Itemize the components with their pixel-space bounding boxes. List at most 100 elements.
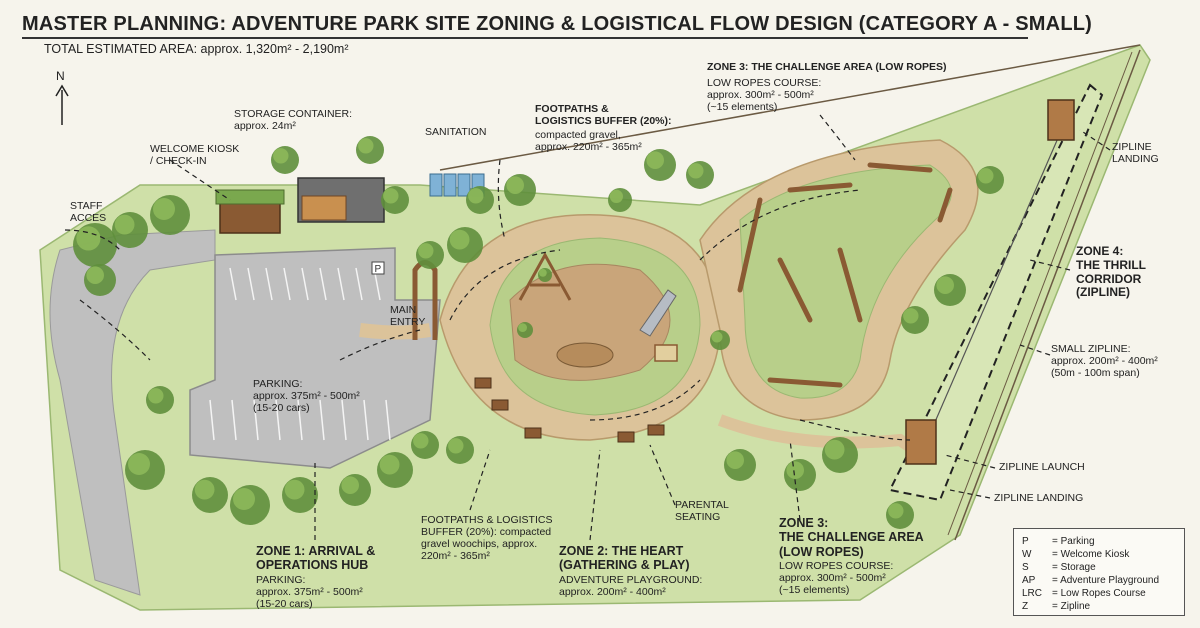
label-welcome-kiosk: WELCOME KIOSK/ CHECK-IN — [150, 143, 239, 167]
flow-arrow — [449, 249, 561, 321]
tree-highlight — [506, 176, 524, 194]
label-zone3-bottom-title: ZONE 3:THE CHALLENGE AREA(LOW ROPES) — [779, 516, 924, 559]
zipline-corridor — [888, 83, 1104, 502]
label-storage-container-line: approx. 24m² — [234, 120, 296, 133]
label-zipline-landing-bottom-line: ZIPLINE LANDING — [994, 492, 1084, 504]
tree-highlight — [518, 323, 527, 332]
label-zone3-bottom-detail: LOW ROPES COURSE:approx. 300m² - 500m²(~… — [779, 560, 893, 596]
label-zone3-top-detail-line: approx. 300m² - 500m² — [707, 89, 814, 102]
label-footpaths-top-title-line: LOGISTICS BUFFER (20%): — [535, 115, 672, 128]
label-sanitation: SANITATION — [425, 126, 486, 138]
parking-stall-line — [275, 399, 281, 441]
tree-highlight — [609, 189, 624, 203]
flow-arrow — [79, 299, 151, 361]
tree-highlight — [76, 226, 101, 251]
legend-text: = Storage — [1052, 562, 1096, 573]
legend-row: Z= Zipline — [1022, 601, 1090, 612]
legend-abbr: LRC — [1022, 588, 1043, 599]
legend-text: = Zipline — [1052, 601, 1091, 612]
legend-row: S = Storage — [1022, 562, 1096, 573]
low-ropes-element — [767, 377, 843, 388]
label-main-entry-line: ENTRY — [390, 316, 426, 329]
label-zone4-title-line: THE THRILL — [1076, 257, 1146, 272]
label-zone2-title: ZONE 2: THE HEART(GATHERING & PLAY) — [559, 544, 690, 573]
label-footpaths-bottom-line: gravel woochips, approx. — [421, 538, 538, 551]
low-ropes-element — [737, 197, 763, 293]
parking-stall-line — [253, 399, 259, 441]
label-footpaths-top-detail: compacted gravel,approx. 220m² - 365m² — [535, 129, 642, 153]
label-welcome-kiosk-line: WELCOME KIOSK — [150, 143, 240, 155]
path-to-launch — [717, 414, 934, 465]
compass-north-arrowhead — [55, 84, 69, 97]
flow-arrow — [699, 189, 861, 261]
flow-arrow — [497, 159, 506, 241]
flow-arrow — [789, 439, 801, 521]
legend-text: = Parking — [1052, 536, 1095, 547]
zipline-landing-tower — [1047, 99, 1075, 141]
label-footpaths-bottom-line: BUFFER (20%): compacted — [421, 526, 552, 539]
picnic-bench — [617, 431, 635, 443]
label-storage-container: STORAGE CONTAINER:approx. 24m² — [234, 108, 352, 132]
legend-row: W= Welcome Kiosk — [1022, 549, 1129, 560]
label-zone1-detail-line: approx. 375m² - 500m² — [256, 586, 363, 599]
tree-highlight — [688, 163, 704, 179]
label-parental-seating-line: SEATING — [675, 511, 721, 524]
tree-highlight — [128, 453, 150, 475]
label-small-zipline-line: (50m - 100m span) — [1051, 367, 1140, 380]
perimeter-fence-right — [954, 49, 1141, 541]
tree-highlight — [284, 479, 305, 500]
tree-highlight — [978, 168, 994, 184]
label-parking-area: PARKING:approx. 375m² - 500m²(15-20 cars… — [253, 378, 360, 414]
legend-abbr: P — [1022, 536, 1029, 547]
label-small-zipline: SMALL ZIPLINE:approx. 200m² - 400m²(50m … — [1051, 343, 1158, 379]
tree-highlight — [888, 503, 904, 519]
flow-arrow — [1029, 259, 1071, 271]
label-zone3-bottom-detail-line: LOW ROPES COURSE: — [779, 560, 894, 572]
low-ropes-element — [787, 182, 853, 193]
tree-highlight — [726, 451, 744, 470]
tree-highlight — [153, 198, 175, 220]
picnic-bench — [524, 427, 542, 439]
tree-highlight — [824, 439, 845, 460]
parking-stall-line — [319, 267, 327, 301]
label-main-entry-line: MAIN — [390, 304, 417, 316]
label-zone1-detail: PARKING:approx. 375m² - 500m²(15-20 cars… — [256, 574, 363, 610]
tree-highlight — [148, 388, 164, 404]
parking-stall-line — [265, 267, 273, 301]
parking-stall-line — [363, 399, 369, 441]
tree-highlight — [903, 308, 919, 324]
label-footpaths-top-title: FOOTPATHS &LOGISTICS BUFFER (20%): — [535, 103, 672, 127]
zipline-cable — [924, 114, 1069, 446]
label-zone1-title-line: OPERATIONS HUB — [256, 558, 369, 573]
label-zone1-detail-line: (15-20 cars) — [256, 598, 313, 611]
legend-abbr: S — [1022, 562, 1029, 573]
label-zone3-top-detail: LOW ROPES COURSE:approx. 300m² - 500m²(~… — [707, 77, 821, 113]
tree-highlight — [379, 454, 400, 475]
label-small-zipline-line: approx. 200m² - 400m² — [1051, 355, 1158, 368]
legend-text: = Welcome Kiosk — [1052, 549, 1130, 560]
portable-toilet — [429, 173, 443, 197]
flow-arrow — [1079, 129, 1111, 151]
low-ropes-element — [837, 247, 863, 323]
label-zone1-title-line: ZONE 1: ARRIVAL & — [256, 544, 376, 558]
parking-stall-line — [319, 399, 325, 441]
picnic-bench — [647, 424, 665, 436]
label-zone3-bottom-detail-line: approx. 300m² - 500m² — [779, 572, 886, 585]
label-footpaths-bottom-line: FOOTPATHS & LOGISTICS — [421, 514, 553, 526]
label-staff-access-line: ACCES — [70, 212, 107, 225]
legend-row: LRC= Low Ropes Course — [1022, 588, 1146, 599]
parking-stall-line — [283, 267, 291, 301]
tree-highlight — [358, 138, 374, 154]
compass-north-label: N — [56, 69, 65, 83]
legend-row: P = Parking — [1022, 536, 1095, 547]
label-parental-seating-line: PARENTAL — [675, 499, 729, 511]
label-zone4-title-line: CORRIDOR — [1076, 271, 1142, 286]
storage-container-door — [301, 195, 347, 221]
access-road — [49, 229, 216, 596]
tree-highlight — [86, 266, 104, 285]
label-footpaths-bottom-line: 220m² - 365m² — [421, 550, 490, 563]
label-zone4-title-line: ZONE 4: — [1076, 244, 1124, 258]
